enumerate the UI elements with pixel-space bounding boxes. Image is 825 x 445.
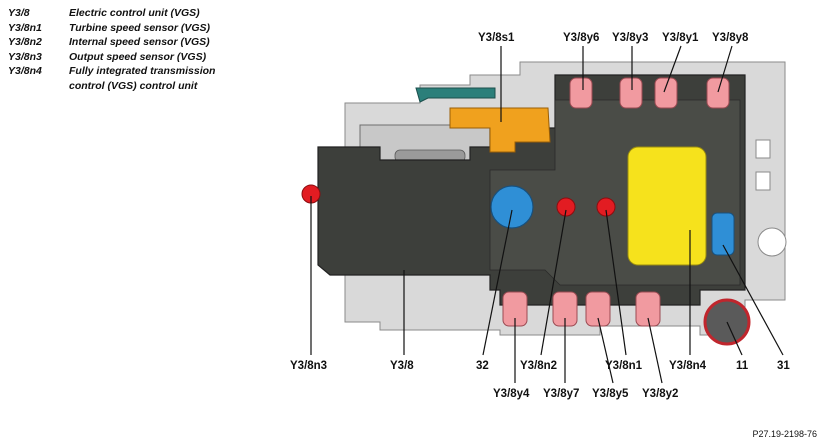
label-y3-8y4: Y3/8y4 [493,388,530,400]
legend-desc: Internal speed sensor (VGS) [69,36,210,48]
solenoid-y6 [569,77,593,109]
label-y3-8s1: Y3/8s1 [478,32,515,44]
legend-code: Y3/8n3 [8,50,42,63]
label-y3-8y2: Y3/8y2 [642,388,679,400]
label-31: 31 [777,360,790,372]
speed-sensor-n2 [556,197,576,217]
speed-sensor-n1 [596,197,616,217]
legend-row: Y3/8n2 Internal speed sensor (VGS) [8,35,239,50]
legend-desc: Output speed sensor (VGS) [69,50,207,63]
legend-code: Y3/8n1 [8,21,42,34]
legend-row: Y3/8n1 Turbine speed sensor (VGS) [8,21,239,36]
legend-code: Y3/8 [8,7,30,19]
label-y3-8n4: Y3/8n4 [669,360,707,372]
label-y3-8y8: Y3/8y8 [712,32,749,44]
connector-31 [711,212,735,256]
solenoid-y1 [654,77,678,109]
label-y3-8n3: Y3/8n3 [290,360,328,372]
label-y3-8n2: Y3/8n2 [520,360,558,372]
teal-bracket [415,87,496,103]
legend: Y3/8 Electric control unit (VGS) Y3/8n1 … [8,6,239,93]
figure-reference: P27.19-2198-76 [752,429,817,439]
mounting-holes [755,139,787,257]
selector-sensor-s1 [449,107,551,153]
legend-desc: Electric control unit (VGS) [69,7,200,19]
solenoid-y8 [706,77,730,109]
label-11: 11 [736,360,749,372]
solenoid-y3 [619,77,643,109]
label-y3-8y3: Y3/8y3 [612,32,649,44]
leader-lines [310,45,784,384]
legend-code: Y3/8n4 [8,65,42,77]
label-y3-8y5: Y3/8y5 [592,388,629,400]
label-y3-8: Y3/8 [390,360,414,372]
label-y3-8y1: Y3/8y1 [662,32,699,44]
legend-desc: Fully integrated transmission control (V… [69,65,216,92]
legend-row: Y3/8n3 Output speed sensor (VGS) [8,50,239,65]
legend-desc: Turbine speed sensor (VGS) [69,21,211,34]
sensor-32 [490,185,534,229]
label-y3-8y6: Y3/8y6 [563,32,600,44]
legend-row: Y3/8n4 Fully integrated transmission con… [8,64,239,93]
label-y3-8n1: Y3/8n1 [605,360,643,372]
label-y3-8y7: Y3/8y7 [543,388,580,400]
label-32: 32 [476,360,489,372]
legend-row: Y3/8 Electric control unit (VGS) [8,6,239,21]
solenoid-y2 [635,291,661,327]
legend-code: Y3/8n2 [8,36,42,48]
solenoids-top [569,77,730,109]
control-unit-n4 [627,146,707,266]
solenoid-y5 [585,291,611,327]
